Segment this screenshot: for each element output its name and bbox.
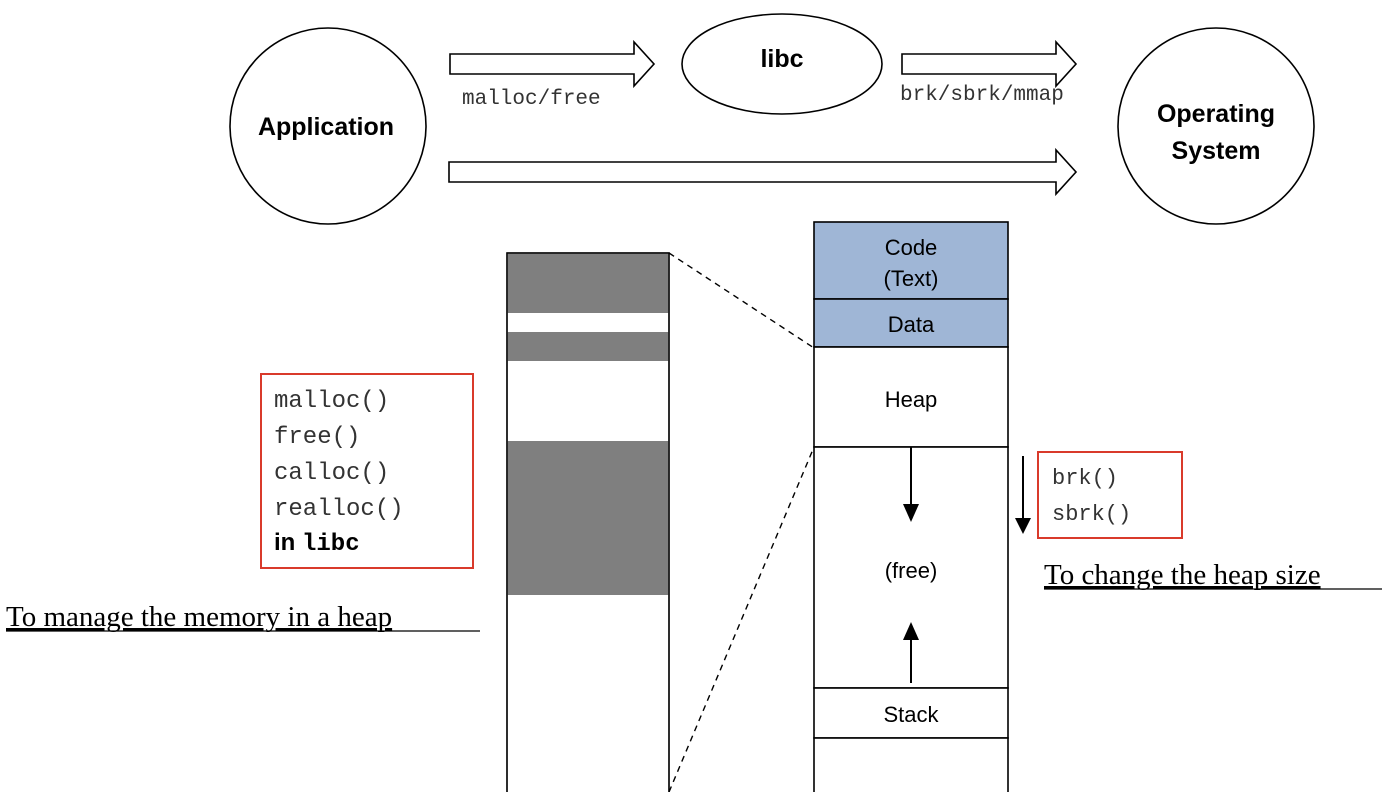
heap-used-block: [507, 253, 669, 313]
os-label-line2: System: [1172, 137, 1261, 165]
code-segment: [813, 221, 1009, 300]
heap-used-block: [507, 441, 669, 595]
os-node: [1117, 27, 1315, 225]
code-label-line1: Code: [885, 235, 938, 260]
arrow-app-to-os: [448, 147, 1078, 197]
zoom-line-top: [668, 252, 815, 349]
libc-functions-box: [260, 373, 474, 569]
libc-node: [681, 13, 883, 115]
data-label: Data: [888, 312, 935, 337]
heap-label: Heap: [885, 387, 938, 412]
arrow-libc-to-os: [901, 39, 1078, 89]
stack-label: Stack: [883, 702, 939, 727]
caption-manage-memory: To manage the memory in a heap: [6, 601, 392, 633]
arrow-app-to-libc: [449, 39, 656, 89]
stack-segment: [813, 687, 1009, 739]
syscall-box: [1037, 451, 1183, 539]
func-free: free(): [274, 424, 360, 451]
syscall-brk: brk(): [1052, 466, 1118, 491]
brk-down-arrow: [1015, 456, 1031, 534]
in-libc-line: in libc: [274, 529, 360, 558]
code-label-line2: (Text): [884, 266, 939, 291]
func-malloc: malloc(): [274, 388, 389, 415]
heap-detail-column: [506, 252, 670, 792]
data-segment: [813, 298, 1009, 348]
free-label: (free): [885, 558, 938, 583]
stack-grow-up-arrow: [903, 622, 919, 683]
heap-segment: [813, 346, 1009, 448]
caption-change-heap-size: To change the heap size: [1044, 559, 1321, 591]
heap-used-block: [507, 332, 669, 361]
brk-sbrk-mmap-label: brk/sbrk/mmap: [900, 84, 1064, 107]
zoom-line-bottom: [668, 446, 815, 792]
application-node: [229, 27, 427, 225]
in-prefix: in: [274, 529, 302, 556]
func-realloc: realloc(): [274, 496, 404, 523]
os-label-line1: Operating: [1157, 100, 1275, 128]
func-calloc: calloc(): [274, 460, 389, 487]
bottom-segment: [813, 737, 1009, 792]
malloc-free-label: malloc/free: [462, 88, 601, 111]
syscall-sbrk: sbrk(): [1052, 502, 1131, 527]
application-label: Application: [258, 113, 394, 141]
heap-grow-down-arrow: [903, 447, 919, 522]
libc-label: libc: [760, 45, 803, 73]
in-lib-name: libc: [302, 531, 360, 558]
